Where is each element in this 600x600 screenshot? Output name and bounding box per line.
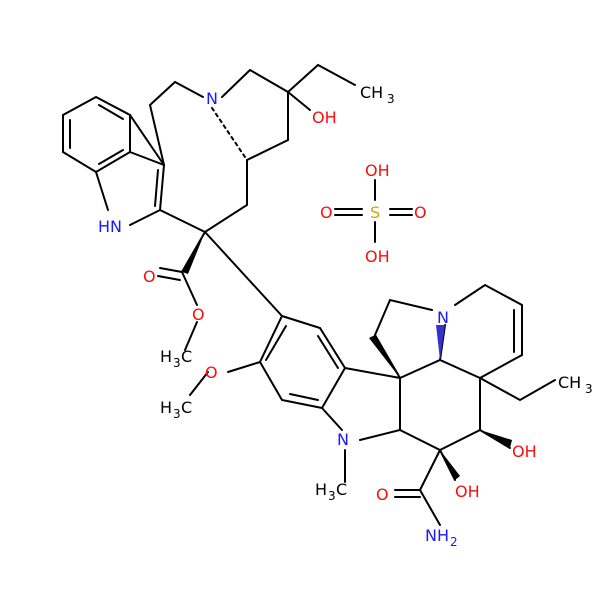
svg-text:3: 3 bbox=[328, 489, 336, 503]
atom-labels: N OH CH 3 HN O O H 3 C O H 3 C N CH 3 N … bbox=[98, 83, 593, 549]
stereo-wedges bbox=[182, 232, 512, 480]
label-s: S bbox=[370, 203, 380, 222]
label-o-s-left: O bbox=[320, 203, 333, 222]
svg-text:3: 3 bbox=[173, 407, 181, 421]
label-n-methyl: N bbox=[337, 430, 349, 449]
label-nh2-sub: 2 bbox=[450, 535, 458, 549]
ester-bonds bbox=[157, 231, 283, 351]
lower-vindoline-bonds bbox=[189, 283, 556, 526]
label-n-top: N bbox=[206, 89, 218, 108]
label-oh-right: OH bbox=[512, 442, 537, 461]
label-o-ester: O bbox=[192, 305, 205, 324]
label-oh-top: OH bbox=[312, 108, 337, 127]
label-o-carbonyl: O bbox=[143, 267, 156, 286]
upper-indole-bonds bbox=[62, 63, 356, 234]
label-h3c-methoxy-h: H bbox=[160, 398, 172, 417]
label-o-methoxy: O bbox=[205, 363, 218, 382]
label-ch3-right: CH bbox=[558, 373, 581, 392]
label-oh-s-top: OH bbox=[365, 161, 390, 180]
label-h3c-methoxy-c: C bbox=[181, 398, 192, 417]
label-oh-s-bottom: OH bbox=[365, 247, 390, 266]
label-nh2: NH bbox=[425, 526, 449, 545]
svg-text:3: 3 bbox=[585, 382, 593, 396]
label-n-bottom: N bbox=[437, 308, 449, 327]
label-h3c-ester-c: C bbox=[181, 347, 192, 366]
label-ch3-top: CH bbox=[360, 83, 383, 102]
label-h3c-n-c: C bbox=[336, 480, 347, 499]
label-hn: HN bbox=[98, 217, 122, 236]
label-h3c-ester-h: H bbox=[160, 347, 172, 366]
svg-text:3: 3 bbox=[173, 356, 181, 370]
label-oh-center: OH bbox=[455, 482, 480, 501]
label-h3c-n-h: H bbox=[315, 480, 327, 499]
label-o-amide: O bbox=[376, 485, 389, 504]
label-o-s-right: O bbox=[414, 203, 427, 222]
label-ch3-top-sub: 3 bbox=[387, 92, 395, 106]
sulfate-bonds bbox=[334, 179, 413, 243]
